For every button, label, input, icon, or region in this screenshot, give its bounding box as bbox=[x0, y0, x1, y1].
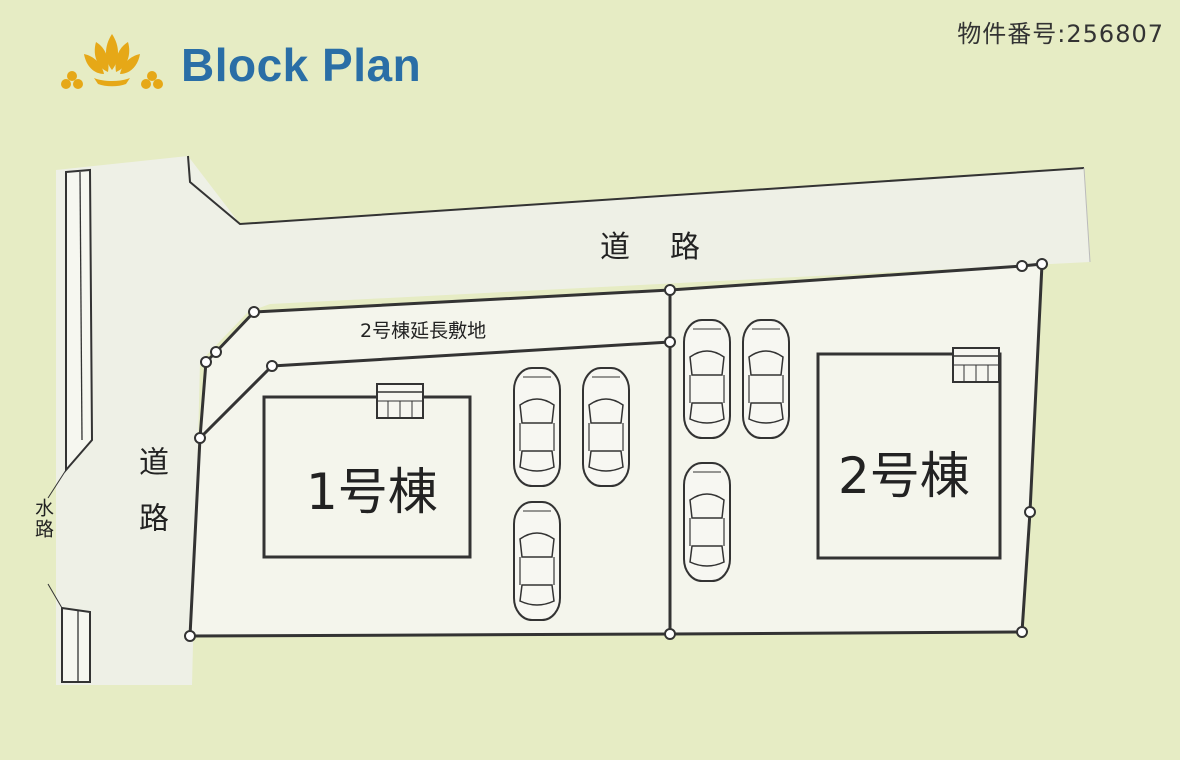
waterway-label: 水路 bbox=[32, 498, 54, 540]
boundary-marker bbox=[200, 356, 212, 368]
ac-unit-icon bbox=[952, 347, 1000, 383]
boundary-marker bbox=[664, 628, 676, 640]
car-icon bbox=[683, 319, 731, 439]
page-title: Block Plan bbox=[181, 39, 422, 91]
car-icon bbox=[513, 367, 561, 487]
boundary-marker bbox=[1024, 506, 1036, 518]
building-1-label: 1号棟 bbox=[306, 463, 438, 521]
building-1-footprint bbox=[262, 395, 472, 559]
boundary-marker bbox=[248, 306, 260, 318]
boundary-marker bbox=[1016, 626, 1028, 638]
car-icon bbox=[683, 462, 731, 582]
car-icon bbox=[582, 367, 630, 487]
road-label-top: 道路 bbox=[600, 230, 740, 265]
waterway bbox=[47, 168, 94, 683]
road-label-left: 道路 bbox=[133, 446, 168, 558]
boundary-marker bbox=[194, 432, 206, 444]
boundary-marker bbox=[1016, 260, 1028, 272]
boundary-marker bbox=[664, 336, 676, 348]
boundary-marker bbox=[664, 284, 676, 296]
property-number: 物件番号:256807 bbox=[957, 20, 1164, 48]
boundary-markers bbox=[184, 258, 1048, 642]
car-icon bbox=[513, 501, 561, 621]
building-2-label: 2号棟 bbox=[838, 447, 970, 505]
car-icon bbox=[742, 319, 790, 439]
building-2-footprint bbox=[816, 352, 1002, 560]
boundary-marker bbox=[1036, 258, 1048, 270]
ac-unit-icon bbox=[376, 383, 424, 419]
boundary-marker bbox=[266, 360, 278, 372]
lotus-logo-icon bbox=[61, 34, 163, 89]
extension-site-label: 2号棟延長敷地 bbox=[360, 320, 487, 342]
road-network bbox=[56, 155, 1091, 685]
boundary-marker bbox=[184, 630, 196, 642]
boundary-marker bbox=[210, 346, 222, 358]
